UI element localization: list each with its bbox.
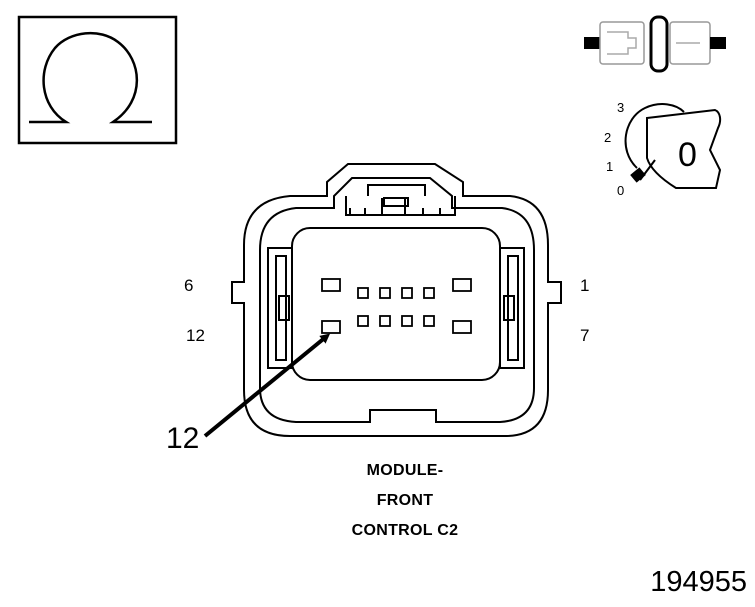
ignition-position-0: 0 [617,183,624,198]
pin-8 [423,315,435,327]
pin-4 [379,287,391,299]
pin-6 [321,278,341,292]
connector-housing-inner [259,177,535,423]
caption-line-1: MODULE- [366,462,444,479]
pin-cavities [321,278,472,334]
ignition-position-3: 3 [617,100,624,115]
pin-9 [401,315,413,327]
pin-10 [379,315,391,327]
ignition-key-icon: 3 2 1 0 0 [604,100,722,198]
pin-label-1: 1 [580,276,590,295]
callout-pin-label: 12 [166,422,200,455]
figure-number: 194955 [650,566,747,598]
connector-disconnected-icon [584,15,726,73]
pin-3 [401,287,413,299]
ohm-icon [17,15,178,145]
connector-cavity-body [291,227,501,381]
callout-arrow [203,333,331,438]
pin-11 [357,315,369,327]
ignition-key-position: 0 [678,136,697,174]
pin-7 [452,320,472,334]
pin-label-7: 7 [580,326,590,345]
pin-2 [423,287,435,299]
ignition-position-2: 2 [604,130,611,145]
pin-label-6: 6 [184,276,194,295]
pin-5 [357,287,369,299]
connector-face [231,163,562,437]
pin-1 [452,278,472,292]
caption-line-2: FRONT [376,492,434,509]
pin-12 [321,320,341,334]
caption-line-3: CONTROL C2 [351,522,459,539]
ignition-position-1: 1 [606,159,613,174]
pin-label-12: 12 [186,326,205,345]
connector-housing-outer [231,163,562,437]
